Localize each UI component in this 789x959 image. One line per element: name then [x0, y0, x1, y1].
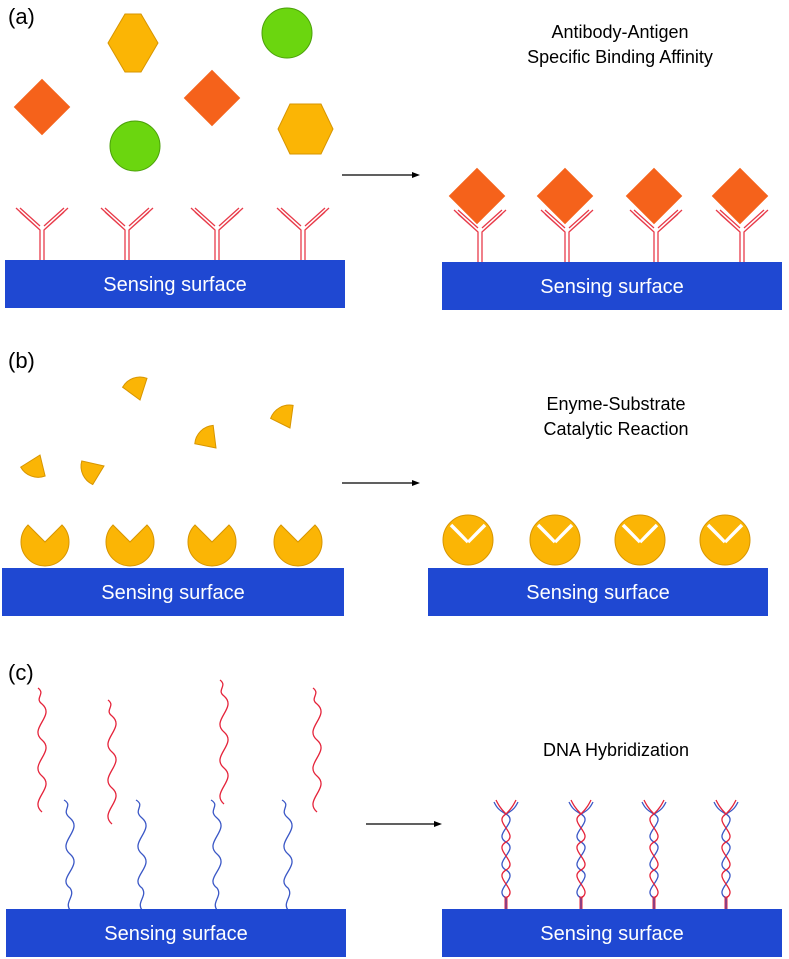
target-dna-strand [37, 687, 47, 813]
caption-c-line1: DNA Hybridization [542, 740, 690, 760]
sensing-surface-right [428, 568, 768, 616]
antibody [100, 207, 154, 261]
probe-dna-strand [210, 799, 222, 911]
caption-b-line2: Catalytic Reaction [543, 419, 689, 439]
enzyme [20, 524, 70, 567]
substrate-wedge [18, 449, 52, 482]
antibody [276, 207, 330, 261]
dna-double-helix [641, 799, 667, 911]
target-dna-strand [107, 699, 117, 825]
substrate-wedge [267, 400, 303, 435]
caption-b-line1: Enyme-Substrate [546, 394, 686, 414]
dna-double-helix [713, 799, 739, 911]
probe-dna-strand [281, 799, 293, 911]
antigen-hexagon [277, 103, 334, 155]
surface-label: Sensing surface [540, 923, 683, 945]
panel-c: Sensing surface Sensing surface [6, 679, 782, 957]
sensing-surface-left [5, 260, 345, 308]
sensing-surface-left [2, 568, 344, 616]
surface-label: Sensing surface [104, 923, 247, 945]
target-dna-strand [219, 679, 229, 805]
caption-c: DNA Hybridization [446, 738, 786, 763]
caption-a-line2: Specific Binding Affinity [527, 47, 713, 67]
antigen-circle [261, 7, 313, 59]
caption-b: Enyme-Substrate Catalytic Reaction [446, 392, 786, 442]
bound-complex [448, 167, 507, 263]
arrow-head-icon [412, 480, 420, 486]
sensing-surface-right [442, 262, 782, 310]
substrate-wedge [120, 373, 154, 405]
bound-complex [625, 167, 683, 263]
antibody [190, 207, 244, 261]
bound-complex [711, 167, 769, 263]
enzyme [105, 524, 155, 567]
enzyme-substrate-complex [528, 513, 582, 567]
enzyme-substrate-complex [698, 513, 752, 567]
panel-label-a: (a) [8, 4, 35, 29]
substrate-wedge [190, 421, 227, 457]
sensing-surface-left [6, 909, 346, 957]
enzyme [273, 524, 323, 567]
enzyme [187, 524, 237, 567]
antigen-diamond-free [183, 69, 241, 127]
surface-label: Sensing surface [103, 274, 246, 296]
antigen-hexagon [107, 13, 159, 73]
panel-label-b: (b) [8, 348, 35, 373]
caption-a-line1: Antibody-Antigen [551, 22, 689, 42]
probe-dna-strand [135, 799, 147, 911]
panel-label-c: (c) [8, 660, 34, 685]
surface-label: Sensing surface [540, 276, 683, 298]
caption-a: Antibody-Antigen Specific Binding Affini… [450, 20, 789, 70]
bound-complex [536, 167, 594, 263]
surface-label: Sensing surface [526, 582, 669, 604]
arrow-head-icon [412, 172, 420, 178]
enzyme-substrate-complex [613, 513, 667, 567]
target-dna-strand [312, 687, 322, 813]
antigen-circle [109, 120, 161, 172]
sensing-surface-right [442, 909, 782, 957]
antibody [15, 207, 69, 261]
enzyme-substrate-complex [441, 513, 495, 567]
surface-label: Sensing surface [101, 582, 244, 604]
substrate-wedge [76, 452, 110, 488]
panel-b: Sensing surface Sensing surface [2, 373, 768, 616]
antigen-diamond-free [13, 78, 71, 136]
dna-double-helix [493, 799, 519, 911]
arrow-head-icon [434, 821, 442, 827]
dna-double-helix [568, 799, 594, 911]
probe-dna-strand [63, 799, 75, 911]
